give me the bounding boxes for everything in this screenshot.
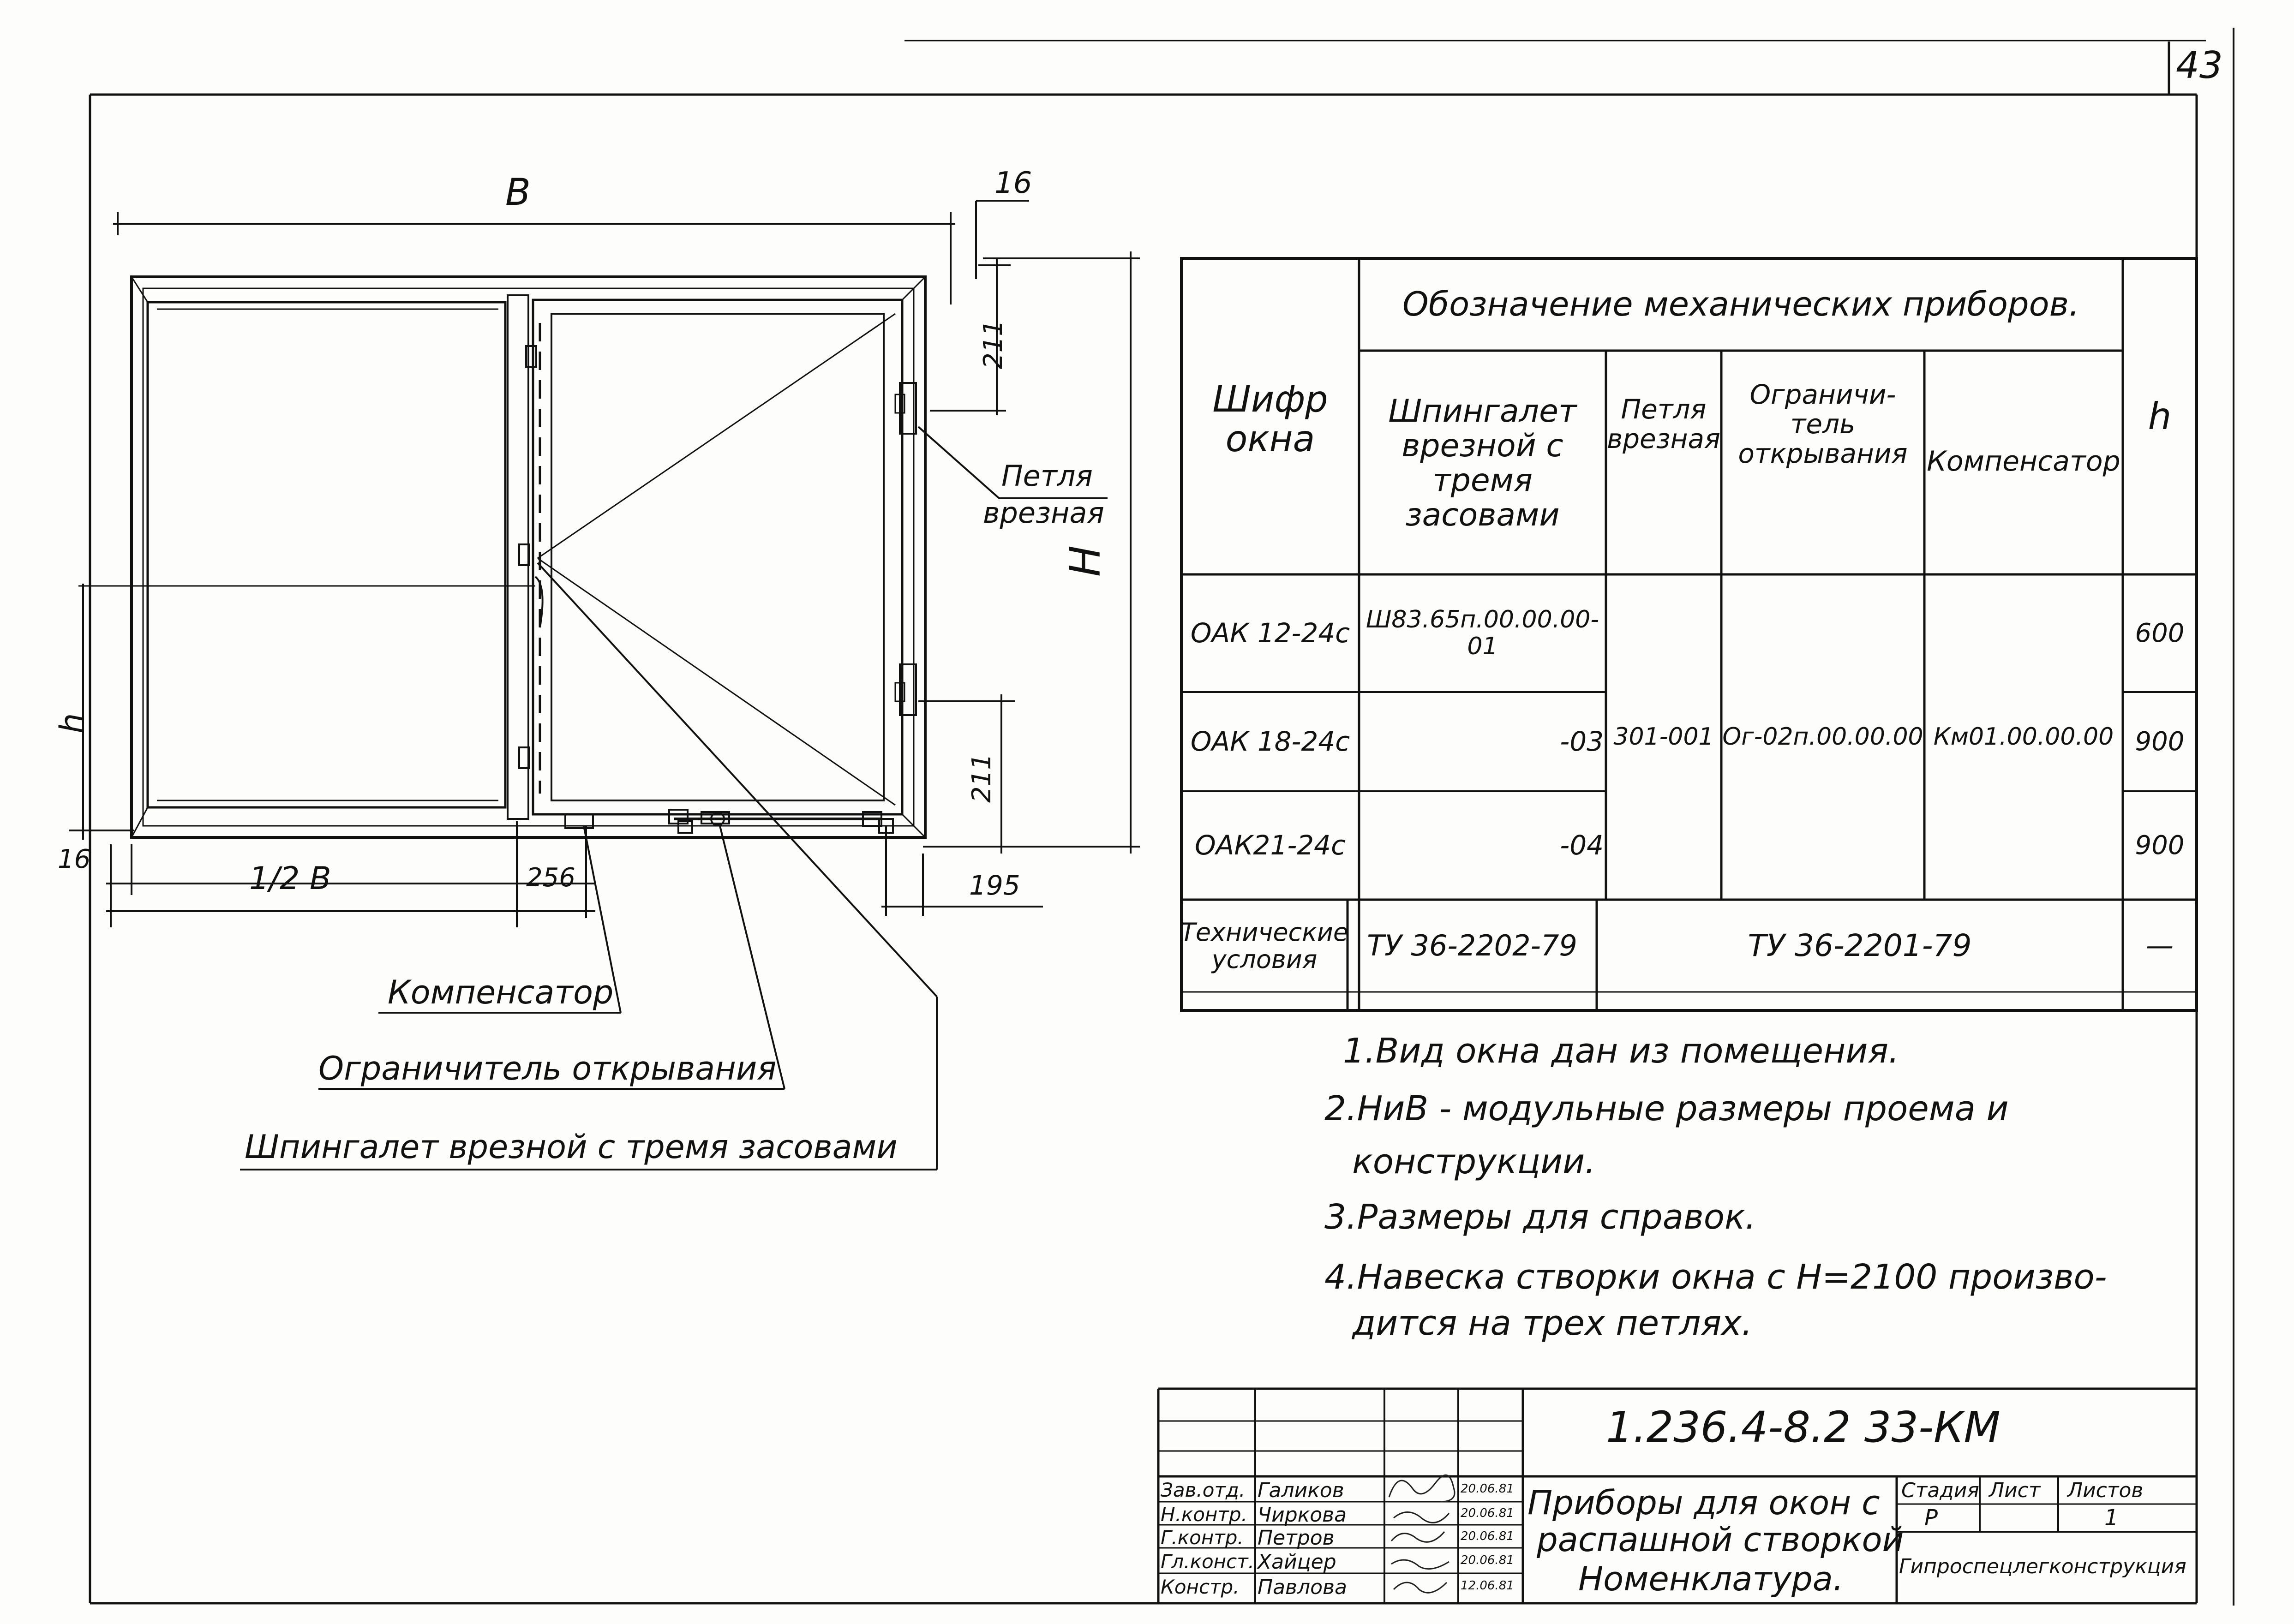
title-line-1: Приборы для окон с [1527, 1483, 1880, 1522]
signatures [1388, 1474, 1455, 1594]
dim-label-half-B: 1/2 B [249, 860, 331, 897]
table-row3-shifr: ОАК21-24с [1195, 829, 1346, 861]
signer-role: Н.контр. [1161, 1503, 1247, 1526]
dim-label-h: h [53, 713, 91, 734]
table-row1-shifr: ОАК 12-24с [1190, 617, 1350, 649]
signer-name: Петров [1258, 1526, 1335, 1550]
title-line-2: распашной створкой [1537, 1520, 1904, 1559]
document-code: 1.236.4-8.2 33-КМ [1606, 1403, 2001, 1452]
table-tu-label: Технические условия [1180, 917, 1349, 974]
table-group-header: Обозначение механических приборов. [1402, 285, 2079, 324]
listov-label: Листов [2067, 1479, 2144, 1502]
table-row2-h: 900 [2135, 726, 2185, 757]
window-inner-frame [142, 287, 915, 827]
sash-glazing [551, 313, 885, 801]
hinge-top [899, 382, 917, 435]
left-glazing [146, 301, 507, 809]
opening-indicator-lower [537, 557, 896, 806]
dim-label-211-bottom: 211 [967, 753, 997, 803]
signer-name: Хайцер [1258, 1550, 1336, 1574]
stadia-value: Р [1924, 1505, 1938, 1531]
hinge-bottom [899, 663, 917, 716]
label-ogranichitel: Ограничитель открывания [318, 1050, 777, 1087]
signer-role: Гл.конст. [1161, 1550, 1255, 1573]
signer-date: 12.06.81 [1461, 1579, 1514, 1593]
dim-label-B: B [505, 171, 531, 214]
listov-value: 1 [2104, 1505, 2119, 1531]
table-tu-others: ТУ 36-2201-79 [1748, 927, 1972, 963]
signer-date: 20.06.81 [1461, 1506, 1514, 1520]
label-shpingalet: Шпингалет врезной с тремя засовами [245, 1128, 898, 1166]
note-3: 3.Размеры для справок. [1324, 1197, 1756, 1237]
bolt-middle [518, 543, 530, 566]
signer-date: 20.06.81 [1461, 1529, 1514, 1543]
bolt-bottom [518, 746, 530, 769]
compensator-part [564, 813, 594, 829]
signer-role: Зав.отд. [1161, 1479, 1246, 1501]
title-line-3: Номенклатура. [1578, 1559, 1844, 1598]
bolt-top [525, 345, 537, 368]
note-4-cont: дится на трех петлях. [1352, 1303, 1753, 1343]
table-border [1180, 257, 2198, 1012]
dim-label-16-bottom: 16 [58, 844, 91, 874]
organization: Гипроспецлегконструкция [1899, 1555, 2186, 1578]
signer-name: Павлова [1258, 1576, 1347, 1599]
signer-role: Г.контр. [1161, 1526, 1244, 1549]
signer-name: Галиков [1258, 1479, 1344, 1502]
label-petlya-line2: врезная [983, 496, 1104, 530]
mullion [507, 294, 529, 820]
window-outer-frame [130, 275, 927, 839]
table-col-petlya: Петля врезная [1607, 394, 1720, 454]
table-col-ogranichitel: Ограничи- тель открывания [1738, 379, 1908, 469]
signer-name: Чиркова [1258, 1503, 1347, 1527]
table-kompensator-value: Км01.00.00.00 [1933, 722, 2114, 751]
sheet-number: 43 [2176, 44, 2223, 87]
table-petlya-value: 301-001 [1613, 722, 1714, 751]
dim-label-211-top: 211 [978, 320, 1008, 369]
table-row1-shpingalet: Ш83.65п.00.00.00-01 [1366, 606, 1599, 660]
table-col-shifr: Шифр окна [1212, 379, 1328, 460]
dim-label-16-top: 16 [994, 166, 1032, 200]
note-4: 4.Навеска створки окна с Н=2100 произво- [1324, 1257, 2107, 1297]
table-ogranichitel-value: Ог-02п.00.00.00 [1722, 722, 1923, 751]
note-2: 2.НиВ - модульные размеры проема и [1324, 1089, 2009, 1128]
table-col-shpingalet: Шпингалет врезной с тремя засовами [1388, 393, 1577, 533]
dim-label-H: H [1061, 545, 1110, 577]
dim-label-195: 195 [969, 870, 1020, 901]
table-row2-shifr: ОАК 18-24с [1190, 725, 1350, 757]
note-1: 1.Вид окна дан из помещения. [1343, 1031, 1899, 1071]
signer-date: 20.06.81 [1461, 1553, 1514, 1567]
table-col-kompensator: Компенсатор [1927, 445, 2120, 478]
label-petlya-line1: Петля [1001, 459, 1093, 493]
table-row2-shpingalet: -03 [1560, 725, 1604, 757]
table-row3-shpingalet: -04 [1560, 829, 1604, 861]
dim-label-256: 256 [526, 863, 575, 893]
opening-indicator-upper [537, 313, 896, 559]
list-label: Лист [1989, 1479, 2041, 1502]
table-row1-h: 600 [2135, 618, 2185, 648]
opening-sash [532, 299, 904, 816]
handle [534, 576, 544, 628]
note-2-cont: конструкции. [1352, 1142, 1596, 1182]
label-kompensator: Компенсатор [388, 973, 614, 1011]
table-row3-h: 900 [2135, 830, 2185, 860]
signer-role: Констр. [1161, 1576, 1240, 1598]
table-tu-h: — [2146, 930, 2174, 962]
stadia-label: Стадия [1901, 1479, 1979, 1502]
table-col-h: h [2148, 394, 2172, 438]
signer-date: 20.06.81 [1461, 1482, 1514, 1496]
table-tu-shpingalet: ТУ 36-2202-79 [1367, 928, 1577, 962]
